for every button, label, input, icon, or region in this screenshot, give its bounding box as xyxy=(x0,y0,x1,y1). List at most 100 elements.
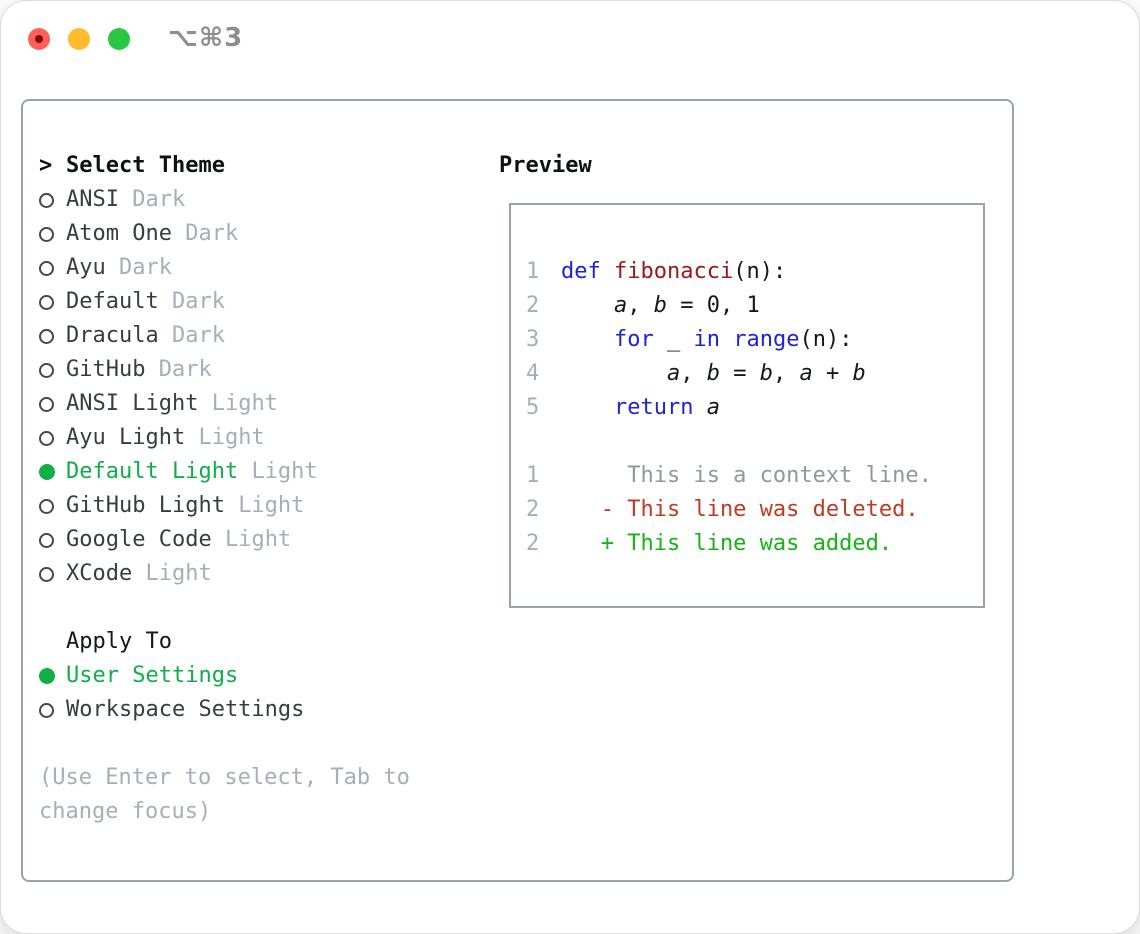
theme-name: Default Light xyxy=(66,459,252,484)
apply-to-header: Apply To xyxy=(66,629,172,654)
line-number: 2 xyxy=(526,531,540,556)
line-number: 2 xyxy=(526,497,540,522)
code-line: 1 def fibonacci(n): xyxy=(526,255,983,289)
token-plain: , xyxy=(772,361,800,386)
radio-icon xyxy=(39,362,54,378)
token-var: b xyxy=(759,361,773,386)
radio-icon xyxy=(39,498,54,514)
radio-icon xyxy=(39,668,55,684)
minimize-button[interactable] xyxy=(68,28,90,50)
radio-icon xyxy=(39,532,54,548)
token-plain xyxy=(561,293,614,318)
preview-header: Preview xyxy=(499,153,592,178)
theme-option-ayu-light[interactable]: Ayu Light Light xyxy=(39,421,459,455)
token-plain: + xyxy=(812,361,853,386)
maximize-button[interactable] xyxy=(108,28,130,50)
code-line: 4 a, b = b, a + b xyxy=(526,357,983,391)
code-line: 2 a, b = 0, 1 xyxy=(526,289,983,323)
theme-option-ansi-light[interactable]: ANSI Light Light xyxy=(39,387,459,421)
apply-option-label: User Settings xyxy=(66,663,239,688)
theme-option-default-light[interactable]: Default Light Light xyxy=(39,455,459,489)
line-number: 3 xyxy=(526,327,540,352)
theme-option-dracula[interactable]: Dracula Dark xyxy=(39,319,459,353)
token-plain: = xyxy=(719,361,760,386)
theme-option-xcode[interactable]: XCode Light xyxy=(39,557,459,591)
line-number: 1 xyxy=(526,259,540,284)
apply-option-workspace-settings[interactable]: Workspace Settings xyxy=(39,693,459,727)
theme-option-ansi[interactable]: ANSI Dark xyxy=(39,183,459,217)
apply-option-label: Workspace Settings xyxy=(66,697,305,722)
theme-option-ayu[interactable]: Ayu Dark xyxy=(39,251,459,285)
theme-name: XCode xyxy=(66,561,146,586)
diff-line-deleted: 2 - This line was deleted. xyxy=(526,493,983,527)
select-theme-header: Select Theme xyxy=(66,153,225,178)
token-plain xyxy=(601,259,614,284)
radio-icon xyxy=(39,226,54,242)
theme-variant: Light xyxy=(251,459,318,484)
theme-option-google-code[interactable]: Google Code Light xyxy=(39,523,459,557)
token-var: a xyxy=(613,293,628,318)
radio-icon xyxy=(39,260,54,276)
token-plain xyxy=(561,327,614,352)
token-plain xyxy=(561,395,614,420)
theme-name: Atom One xyxy=(66,221,186,246)
radio-icon xyxy=(39,328,54,344)
line-number: 2 xyxy=(526,293,540,318)
token-plain: (n): xyxy=(799,327,853,352)
token-var: b xyxy=(653,293,667,318)
token-var: b xyxy=(852,361,866,386)
theme-option-github-light[interactable]: GitHub Light Light xyxy=(39,489,459,523)
help-text: (Use Enter to select, Tab to change focu… xyxy=(39,765,410,824)
diff-block: 1 This is a context line.2 - This line w… xyxy=(526,459,983,561)
token-plain xyxy=(693,395,706,420)
close-button[interactable] xyxy=(28,28,50,50)
theme-name: Default xyxy=(66,289,172,314)
radio-icon xyxy=(39,566,54,582)
token-var: a xyxy=(666,361,681,386)
theme-name: GitHub Light xyxy=(66,493,239,518)
theme-variant: Light xyxy=(198,425,265,450)
theme-option-atom-one[interactable]: Atom One Dark xyxy=(39,217,459,251)
token-plain: = 0, 1 xyxy=(666,293,760,318)
token-plain: (n): xyxy=(733,259,787,284)
theme-variant: Light xyxy=(145,561,212,586)
theme-variant: Dark xyxy=(171,289,225,314)
theme-name: Ayu xyxy=(66,255,119,280)
window-title-shortcut: ⌥⌘3 xyxy=(168,23,244,53)
radio-icon xyxy=(39,192,54,208)
theme-variant: Dark xyxy=(118,255,172,280)
diff-text: - This line was deleted. xyxy=(561,497,919,522)
theme-option-github[interactable]: GitHub Dark xyxy=(39,353,459,387)
token-fn: fibonacci xyxy=(614,259,734,284)
token-var: a xyxy=(799,361,813,386)
traffic-lights xyxy=(28,28,130,50)
token-kw: range xyxy=(733,327,800,352)
line-number: 1 xyxy=(526,463,540,488)
theme-name: Dracula xyxy=(66,323,172,348)
theme-name: Ayu Light xyxy=(66,425,199,450)
theme-option-default[interactable]: Default Dark xyxy=(39,285,459,319)
theme-variant: Dark xyxy=(185,221,239,246)
token-kw: in xyxy=(693,327,720,352)
token-plain: _ xyxy=(653,327,694,352)
apply-option-user-settings[interactable]: User Settings xyxy=(39,659,459,693)
token-kw: return xyxy=(613,395,694,420)
radio-icon xyxy=(39,702,54,718)
code-line: 5 return a xyxy=(526,391,983,425)
token-var: a xyxy=(706,395,720,420)
theme-variant: Dark xyxy=(171,323,225,348)
select-theme-header-row: > Select Theme xyxy=(39,149,459,183)
radio-icon xyxy=(39,464,55,480)
theme-name: GitHub xyxy=(66,357,159,382)
theme-variant: Dark xyxy=(158,357,212,382)
line-number: 5 xyxy=(526,395,540,420)
token-plain xyxy=(720,327,733,352)
token-kw: def xyxy=(561,259,601,284)
theme-variant: Light xyxy=(211,391,278,416)
diff-text: + This line was added. xyxy=(561,531,893,556)
